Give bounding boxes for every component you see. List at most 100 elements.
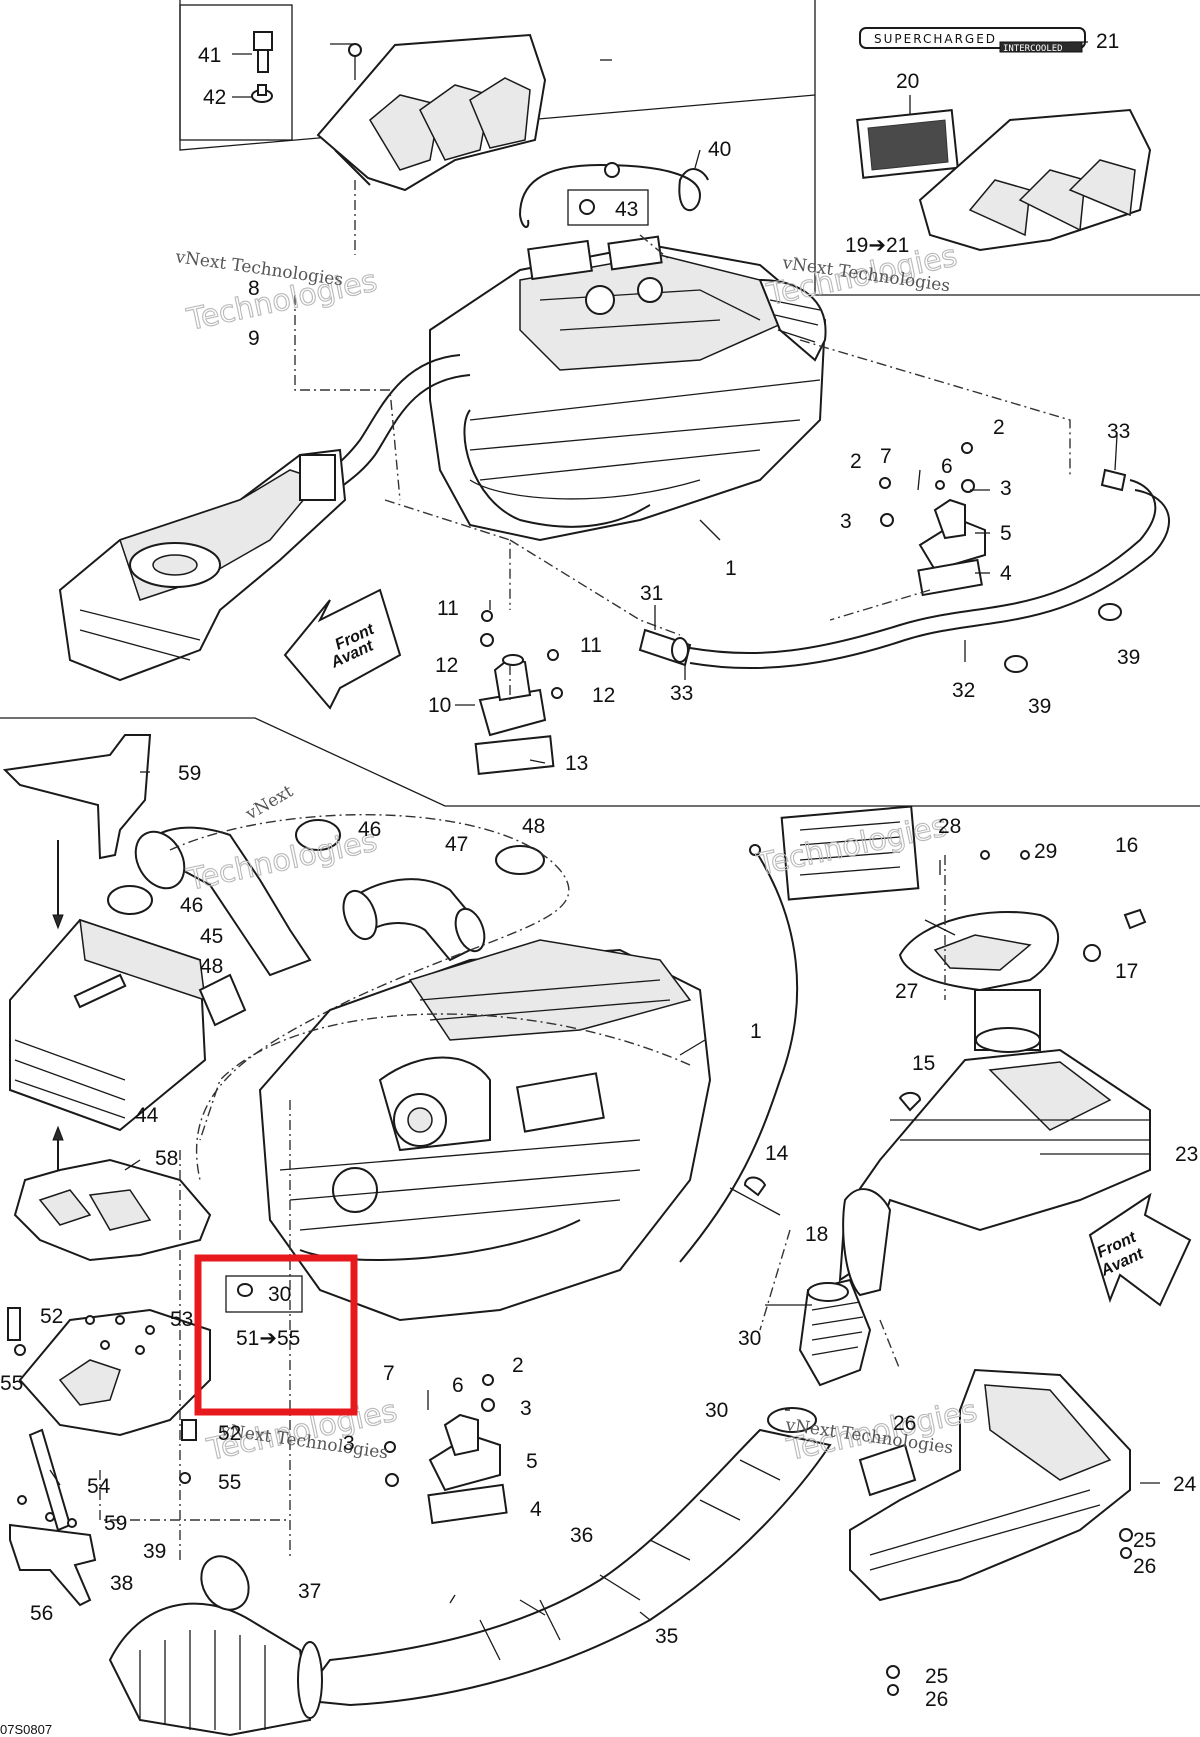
callout-57: 59 xyxy=(178,762,201,785)
kit-30-box xyxy=(225,1275,303,1313)
air-intake-box-top xyxy=(58,448,347,682)
highlight-box[interactable] xyxy=(194,1254,358,1416)
callout-17: 17 xyxy=(1115,960,1138,983)
callout-56: 56 xyxy=(30,1602,53,1625)
callout-21: 21 xyxy=(1096,30,1119,53)
callout-4-top: 4 xyxy=(1000,562,1012,585)
callout-55-left: 55 xyxy=(0,1372,23,1395)
callout-42: 40 xyxy=(708,138,731,161)
callout-3-top-b: 3 xyxy=(840,510,852,533)
callout-40: 39 xyxy=(143,1540,166,1563)
callout-11-right: 11 xyxy=(580,634,602,657)
callout-13: 13 xyxy=(565,752,588,775)
assembly-dashed-lines xyxy=(99,180,1071,1560)
callout-46: 44 xyxy=(135,1104,159,1127)
heat-shield-58 xyxy=(13,1158,212,1262)
clamp-icon xyxy=(236,1283,254,1297)
callout-7-bottom: 7 xyxy=(383,1362,395,1385)
callout-6-bottom: 6 xyxy=(452,1374,464,1397)
callout-26: 26 xyxy=(893,1412,916,1435)
engine-top-view xyxy=(319,235,827,542)
engine-mount-lower xyxy=(384,1374,508,1525)
callout-35-bottom: 33 xyxy=(670,682,693,705)
callout-28: 28 xyxy=(938,815,961,838)
callout-49: 47 xyxy=(445,833,468,856)
callout-1-bottom: 1 xyxy=(750,1020,762,1043)
callout-2-top-b: 2 xyxy=(850,450,862,473)
callout-39: 38 xyxy=(110,1572,133,1595)
callout-34: 32 xyxy=(952,679,975,702)
callout-3-bottom-b: 3 xyxy=(343,1432,355,1455)
callout-25-b: 26 xyxy=(925,1688,948,1711)
front-direction-arrow-top: Front Avant xyxy=(283,588,402,710)
callout-16: 16 xyxy=(1115,834,1138,857)
callout-52-left: 52 xyxy=(40,1305,63,1328)
callout-8: 8 xyxy=(248,277,260,300)
callout-12-left: 12 xyxy=(435,654,458,677)
callout-55-right: 55 xyxy=(218,1471,241,1494)
callout-leaders xyxy=(49,41,1160,1621)
engine-mount-rear-top xyxy=(879,442,986,597)
callout-41-b: 39 xyxy=(1028,695,1051,718)
callout-36: 35 xyxy=(655,1625,678,1648)
callout-59: 59 xyxy=(104,1512,127,1535)
engine-cover-right xyxy=(918,108,1152,252)
cable-42-assembly xyxy=(519,162,709,228)
airbox-right xyxy=(838,850,1151,1297)
intercooler xyxy=(9,840,247,1175)
callout-32: 30 xyxy=(705,1399,728,1422)
warning-decal-20 xyxy=(856,109,959,179)
callout-15: 15 xyxy=(912,1052,935,1075)
callout-38: 37 xyxy=(298,1580,321,1603)
callout-30: 30 xyxy=(268,1283,291,1306)
supercharged-decal: SUPERCHARGED INTERCOOLED xyxy=(859,27,1086,54)
engine-bottom-view xyxy=(258,939,712,1322)
callout-50-top: 48 xyxy=(522,815,545,838)
callout-47: 45 xyxy=(200,925,223,948)
decal-intercooled-text: INTERCOOLED xyxy=(1003,44,1063,54)
callout-5-bottom: 5 xyxy=(526,1450,538,1473)
callout-52-right: 52 xyxy=(218,1422,241,1445)
charge-air-ducts xyxy=(107,814,570,1181)
decal-supercharged-text: SUPERCHARGED xyxy=(874,32,997,46)
callout-1-top: 1 xyxy=(725,557,737,580)
callout-41-a: 39 xyxy=(1117,646,1140,669)
callout-27: 27 xyxy=(895,980,918,1003)
callout-3-top-a: 3 xyxy=(1000,477,1012,500)
callout-58: 58 xyxy=(155,1147,178,1170)
callout-2-top-a: 2 xyxy=(993,416,1005,439)
callout-43: 41 xyxy=(198,44,221,67)
bracket-56 xyxy=(9,1495,97,1607)
callout-31: 30 xyxy=(738,1327,761,1350)
fastener-inset-box xyxy=(179,4,293,141)
callout-54: 54 xyxy=(87,1475,111,1498)
cable-18 xyxy=(679,844,922,1263)
callout-25-a: 26 xyxy=(1133,1555,1156,1578)
callout-11-left: 11 xyxy=(437,597,459,620)
highlighted-kit-callout[interactable]: 30 51➔55 xyxy=(194,1254,358,1416)
warning-decal-28 xyxy=(780,805,920,901)
callout-10: 10 xyxy=(428,694,451,717)
callout-numbers: 41 42 40 43 21 20 19➔21 8 9 1 33 2 2 7 6… xyxy=(0,30,1198,1711)
callout-50-left: 48 xyxy=(200,955,223,978)
callout-20: 20 xyxy=(896,70,919,93)
callout-44: 42 xyxy=(203,86,226,109)
callout-48-top: 46 xyxy=(358,818,381,841)
engine-mount-front-top xyxy=(474,600,563,775)
callout-2-bottom: 2 xyxy=(512,1354,524,1377)
callout-23: 24 xyxy=(1173,1473,1197,1496)
intake-cover-lower xyxy=(849,1368,1133,1696)
callout-33: 31 xyxy=(640,582,663,605)
mounting-plate-53 xyxy=(7,1307,211,1484)
callout-3-bottom-a: 3 xyxy=(520,1397,532,1420)
callout-5-top: 5 xyxy=(1000,522,1012,545)
callout-14: 14 xyxy=(765,1142,789,1165)
callout-18: 18 xyxy=(805,1223,828,1246)
engine-cover-top xyxy=(316,33,547,192)
drawing-code: 07S0807 xyxy=(0,1722,52,1737)
callout-19-21: 19➔21 xyxy=(845,234,909,257)
front-direction-arrow-bottom: Front Avant xyxy=(1088,1192,1192,1307)
callout-35-right: 33 xyxy=(1107,420,1130,443)
